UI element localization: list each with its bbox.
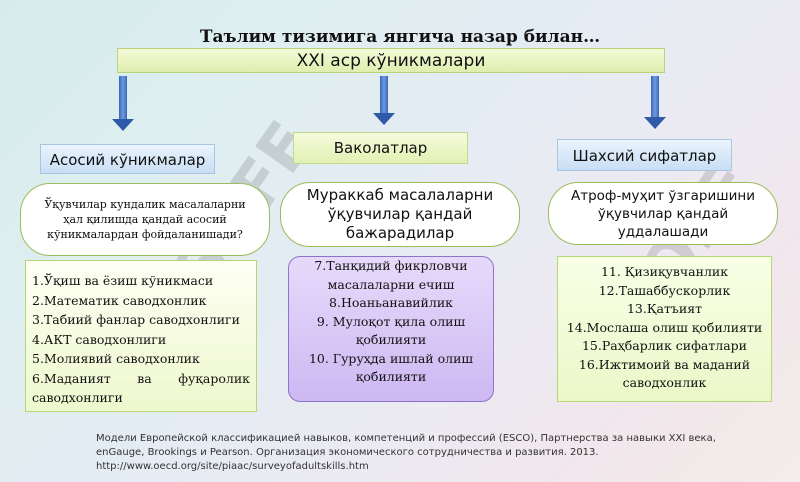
main-banner: XXI аср кўникмалари [117,48,665,73]
question-text: Атроф-муҳит ўзгаришини ўқувчилар қандай … [570,187,756,240]
list-item: 11. Қизиқувчанлик [600,264,729,279]
list-item: 5.Молиявий саводхонлик [32,351,200,366]
question-text: Ўқувчилар кундалик масалаларни ҳал қилиш… [44,198,246,241]
question-competencies: Мураккаб масалаларни ўқувчилар қандай ба… [280,182,520,247]
list-basic-skills: 1.Ўқиш ва ёзиш кўникмаси 2.Математик сав… [25,260,257,412]
header-personal-qualities: Шахсий сифатлар [557,139,732,171]
list-item: 2.Математик саводхонлик [32,292,207,308]
footer-line: enGauge, Brookings и Pearson. Организаци… [96,447,599,458]
list-item: 1.Ўқиш ва ёзиш кўникмаси [32,273,214,288]
list-item: 14.Мослаша олиш қобилияти [566,319,763,335]
list-item: 3.Табиий фанлар саводхонлиги [32,312,240,327]
page-title: Таълим тизимига янгича назар билан… [199,27,601,47]
list-competencies: 7.Танқидий фикрловчи масалаларни ечиш 8.… [288,256,494,402]
list-item: 16.Ижтимоий ва маданий саводхонлик [578,356,751,391]
footer-line: Модели Европейской классификацией навыко… [96,433,716,444]
list-item: 4.АКТ саводхонлиги [32,331,167,347]
list-item: 8.Ноаньанавийлик [329,295,453,310]
list-item: 10. Гуруҳда ишлай олиш қобилияти [308,350,474,385]
list-item: 15.Раҳбарлик сифатлари [581,338,748,353]
question-text: Мураккаб масалаларни ўқувчилар қандай ба… [306,186,494,242]
header-competencies: Ваколатлар [293,132,468,164]
header-basic-skills: Асосий кўникмалар [40,144,215,174]
list-personal-qualities: 11. Қизиқувчанлик 12.Ташаббускорлик 13.Қ… [557,256,772,402]
list-item: 9. Мулоқот қила олиш қобилияти [316,313,466,348]
question-basic: Ўқувчилар кундалик масалаларни ҳал қилиш… [20,183,270,256]
question-personal: Атроф-муҳит ўзгаришини ўқувчилар қандай … [548,182,778,245]
list-item: 7.Танқидий фикрловчи масалаларни ечиш [314,258,468,292]
footer-citation: Модели Европейской классификацией навыко… [96,432,776,474]
footer-link: http://www.oecd.org/site/piaac/surveyofa… [96,461,369,472]
list-item: 12.Ташаббускорлик [598,282,731,298]
list-item: 13.Қатъият [626,301,702,316]
list-item: 6.Маданият ва фуқаролик саводхонлиги [32,370,250,406]
